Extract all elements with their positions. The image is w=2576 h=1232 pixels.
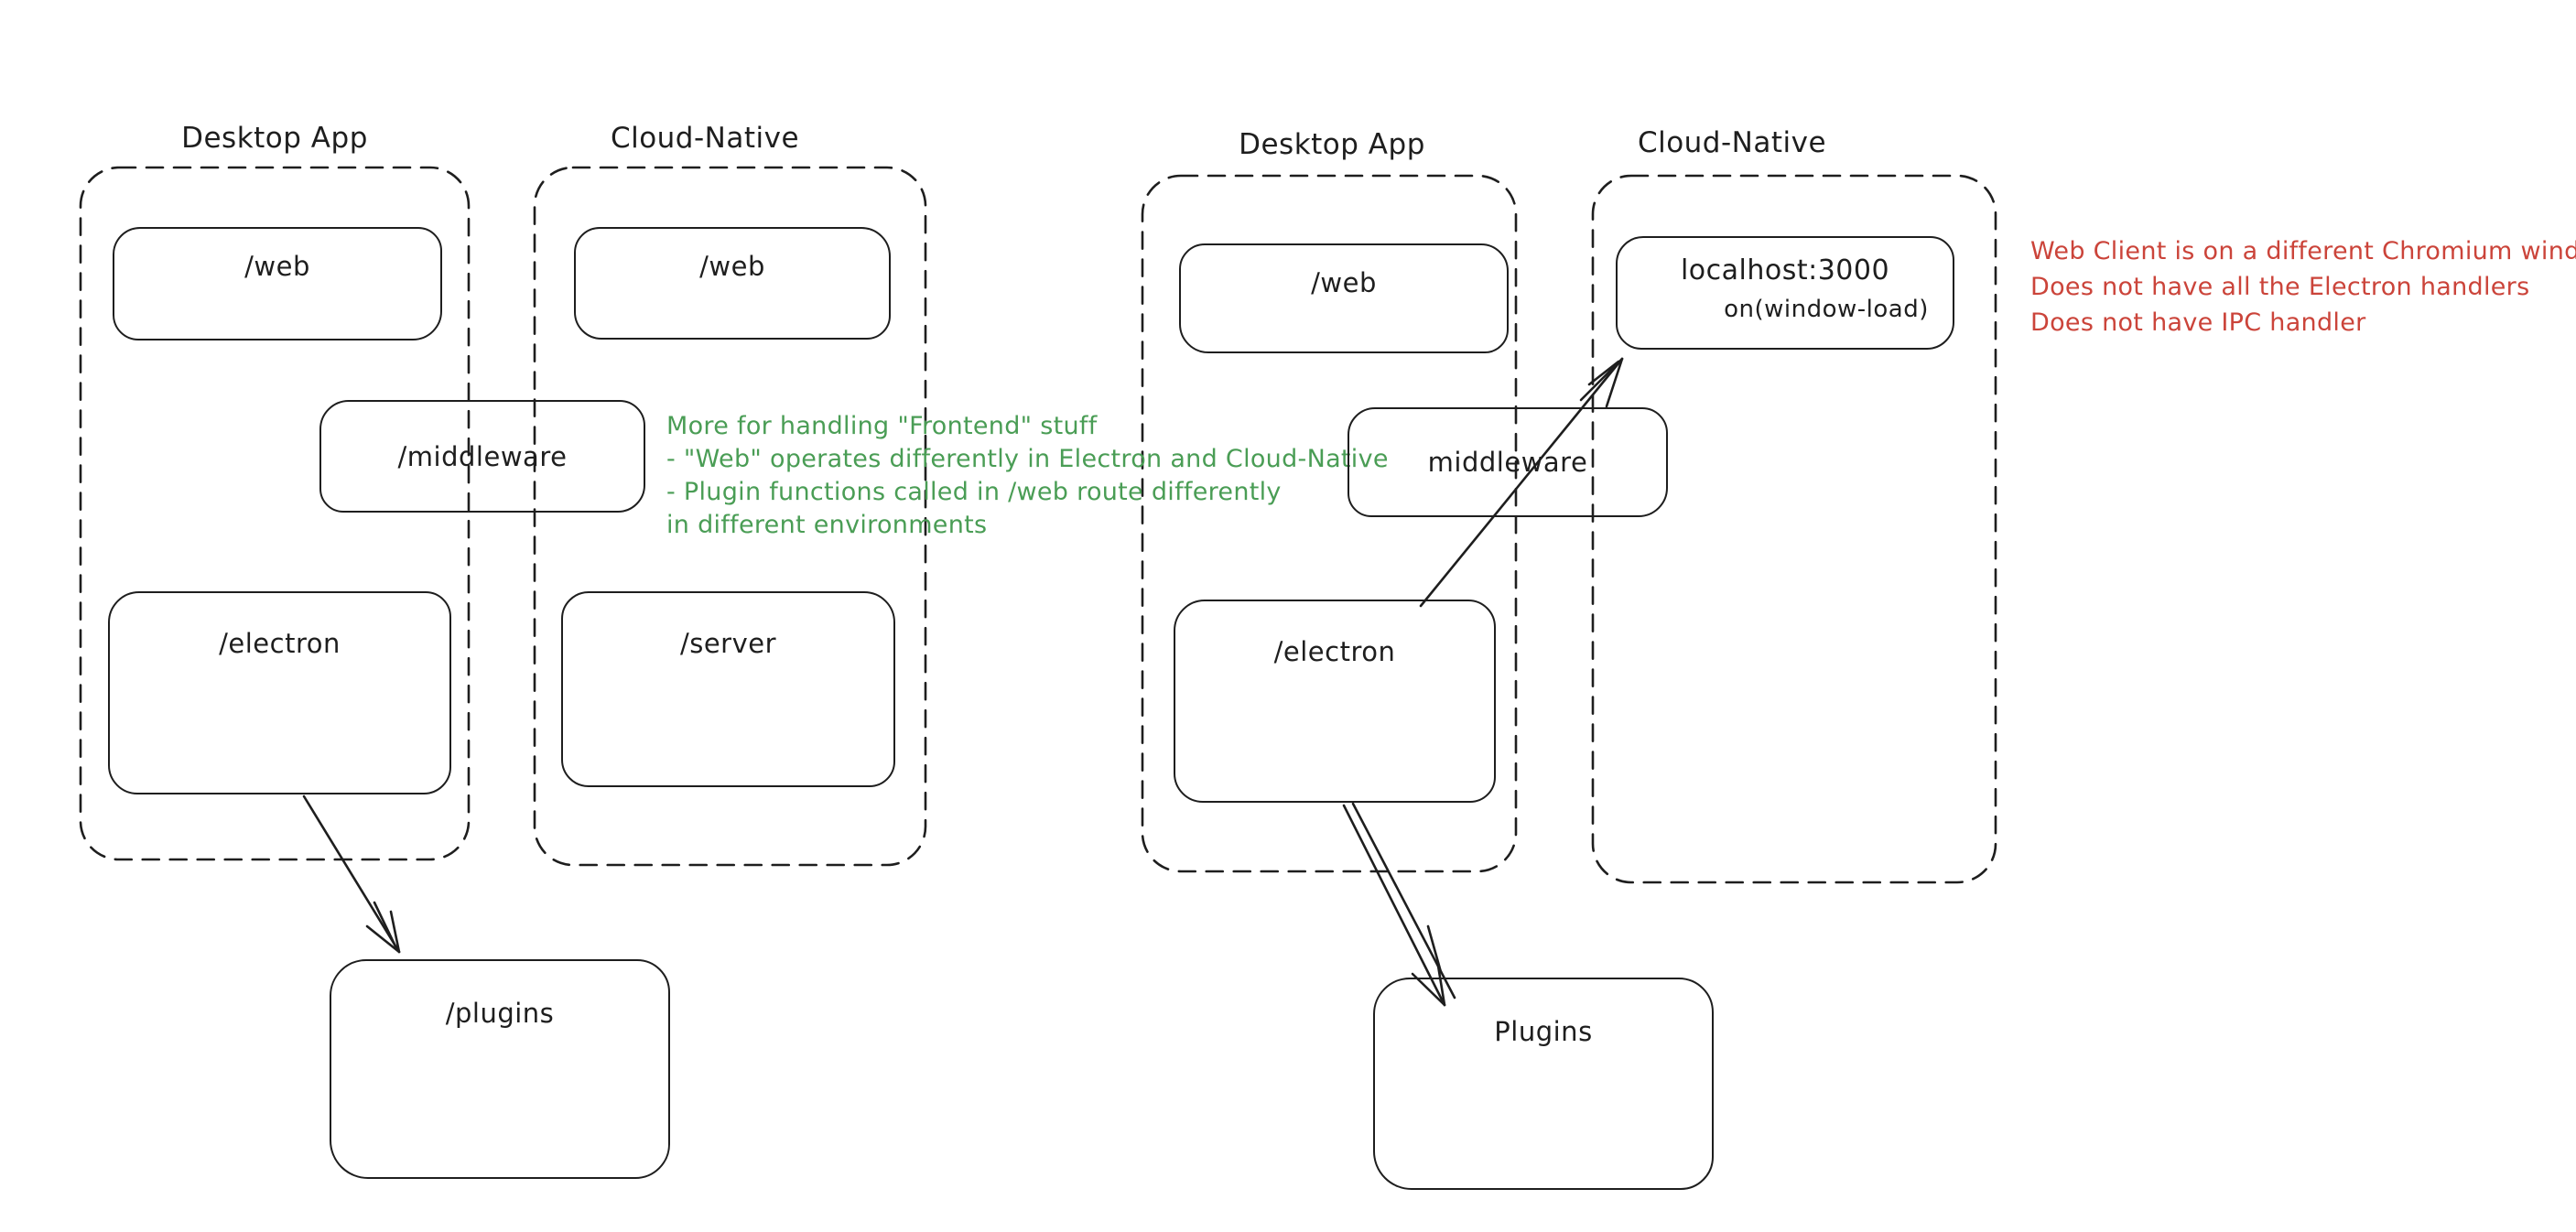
node-middleware-left: /middleware bbox=[319, 400, 645, 513]
note-line: - "Web" operates differently in Electron… bbox=[666, 445, 1389, 473]
arrow-electron-to-plugins-left bbox=[302, 794, 401, 954]
right-desktop-container bbox=[1141, 174, 1518, 873]
note-line: - Plugin functions called in /web route … bbox=[666, 478, 1282, 506]
node-label: /middleware bbox=[397, 440, 568, 472]
localhost-event-label: on(window-load) bbox=[1724, 296, 1929, 323]
node-web-right: /web bbox=[1179, 243, 1509, 353]
node-plugins-right: Plugins bbox=[1373, 978, 1714, 1190]
right-cloud-label: Cloud-Native bbox=[1637, 126, 1827, 159]
node-server: /server bbox=[561, 591, 895, 787]
note-green: More for handling "Frontend" stuff - "We… bbox=[666, 410, 1389, 542]
node-label: Plugins bbox=[1494, 1016, 1593, 1047]
note-line: Does not have IPC handler bbox=[2030, 308, 2366, 337]
node-electron-right: /electron bbox=[1174, 600, 1496, 803]
right-desktop-label: Desktop App bbox=[1239, 128, 1425, 161]
arrow-electron-to-localhost bbox=[1419, 357, 1624, 608]
node-label: /plugins bbox=[445, 998, 555, 1029]
node-label: /server bbox=[679, 628, 777, 659]
left-cloud-label: Cloud-Native bbox=[610, 122, 800, 155]
note-line: More for handling "Frontend" stuff bbox=[666, 412, 1098, 440]
arrow-electron-to-plugins-right bbox=[1342, 802, 1456, 1007]
node-plugins-left: /plugins bbox=[330, 959, 670, 1179]
node-web-left-cloud: /web bbox=[574, 227, 891, 340]
node-label: /web bbox=[699, 251, 765, 282]
note-line: Does not have all the Electron handlers bbox=[2030, 273, 2530, 301]
right-cloud-container bbox=[1591, 174, 1997, 884]
note-line: Web Client is on a different Chromium wi… bbox=[2030, 237, 2576, 265]
node-web-left-desktop: /web bbox=[113, 227, 442, 340]
node-electron-left: /electron bbox=[108, 591, 451, 794]
node-label: /web bbox=[1311, 267, 1377, 298]
node-label: /electron bbox=[219, 628, 341, 659]
node-label: /web bbox=[244, 251, 310, 282]
localhost-title: localhost:3000 bbox=[1680, 254, 1890, 286]
node-label: /electron bbox=[1273, 636, 1396, 667]
node-localhost: localhost:3000 on(window-load) bbox=[1616, 236, 1954, 350]
note-red: Web Client is on a different Chromium wi… bbox=[2030, 233, 2576, 340]
left-desktop-label: Desktop App bbox=[181, 122, 368, 155]
node-label: middleware bbox=[1427, 447, 1588, 478]
node-middleware-right: middleware bbox=[1348, 407, 1668, 517]
left-cloud-container bbox=[533, 166, 927, 867]
note-line: in different environments bbox=[666, 511, 988, 539]
